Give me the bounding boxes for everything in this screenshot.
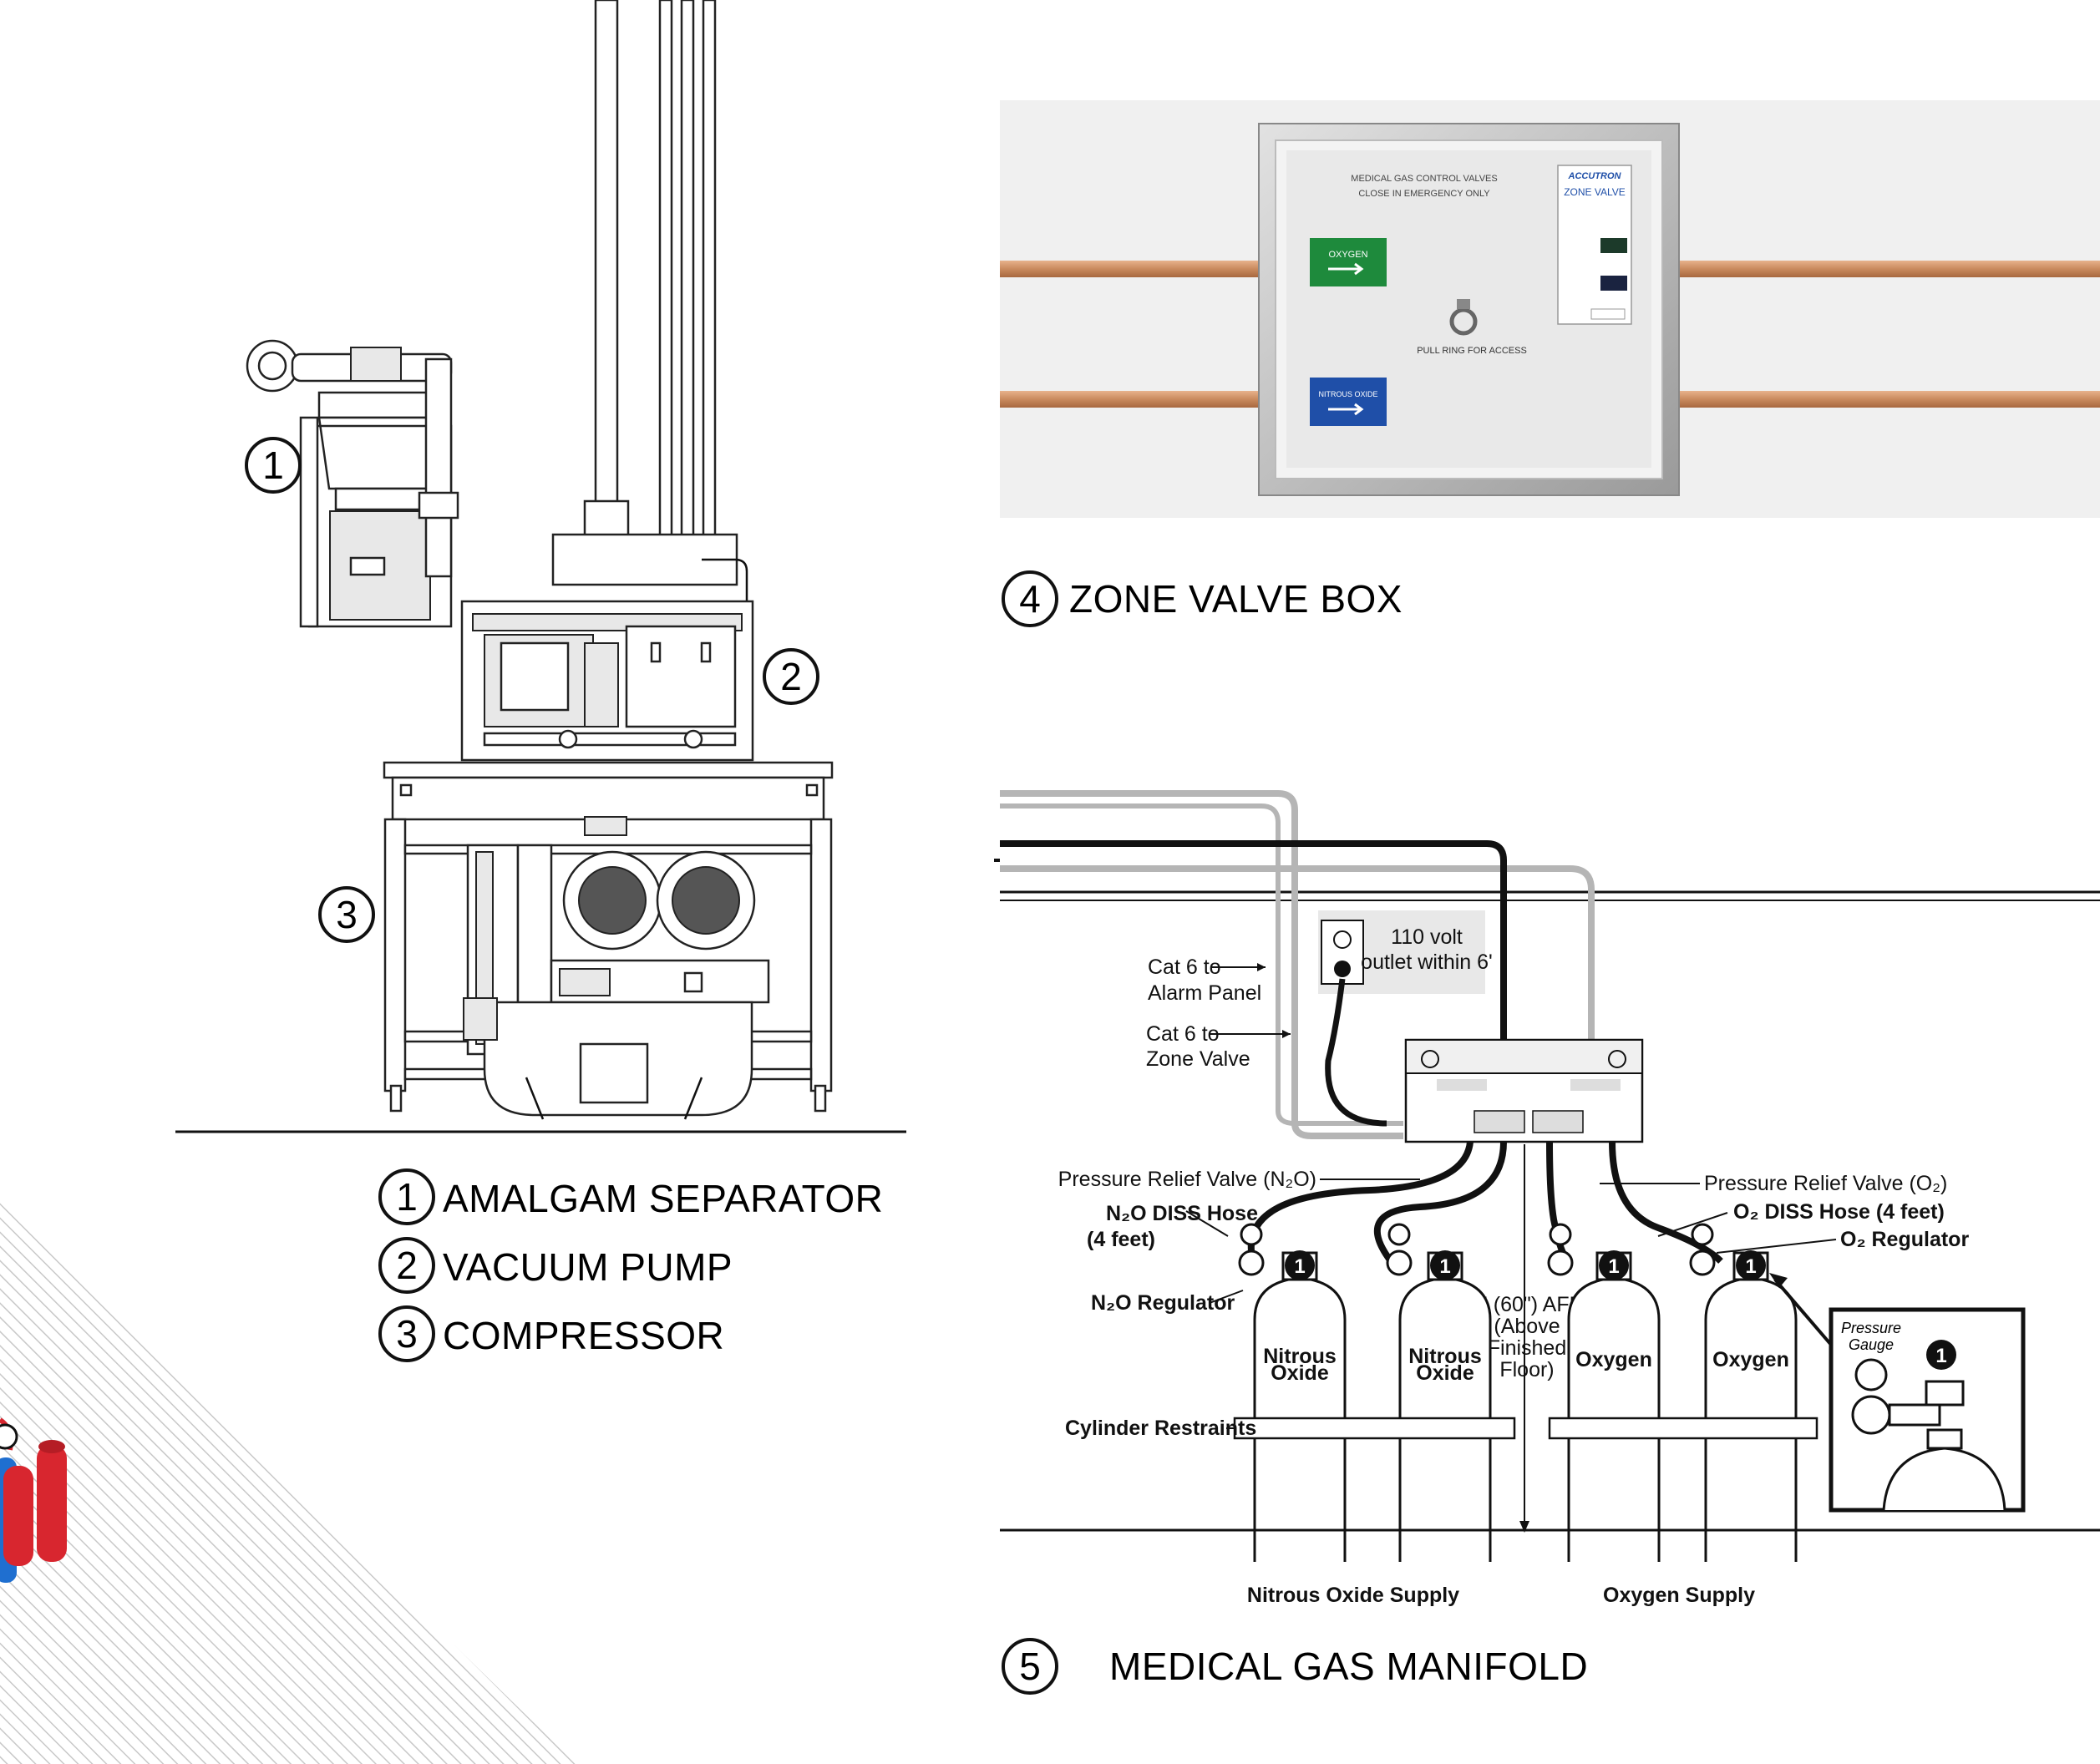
cylinder-oxygen-1: 1 Oxygen [1567, 1250, 1661, 1562]
svg-text:N₂O DISS Hose: N₂O DISS Hose [1106, 1202, 1258, 1225]
svg-text:Alarm Panel: Alarm Panel [1148, 981, 1261, 1005]
svg-text:Floor): Floor) [1499, 1358, 1554, 1381]
svg-text:Oxygen Supply: Oxygen Supply [1603, 1584, 1755, 1607]
callout-2: 2 [763, 648, 819, 705]
pressure-gauge-detail: Pressure Gauge 1 [1769, 1273, 2026, 1513]
svg-text:MEDICAL GAS CONTROL VALVES: MEDICAL GAS CONTROL VALVES [1351, 174, 1497, 184]
legend-item-zone-valve-box: 4 ZONE VALVE BOX [1002, 570, 1403, 627]
svg-text:1: 1 [396, 1175, 418, 1219]
svg-text:2: 2 [780, 655, 802, 698]
svg-text:2: 2 [396, 1244, 418, 1287]
vacuum-pump-drawing [460, 499, 754, 762]
svg-text:N₂O Regulator: N₂O Regulator [1091, 1291, 1235, 1315]
svg-text:Zone Valve: Zone Valve [1146, 1047, 1250, 1071]
cylinder-nitrous-1: 1 Nitrous Oxide [1253, 1250, 1347, 1562]
equipment-legend: 1 AMALGAM SEPARATOR 2 VACUUM PUMP 3 COMP… [378, 1168, 883, 1362]
svg-text:(4 feet): (4 feet) [1087, 1228, 1155, 1251]
svg-text:PULL RING FOR ACCESS: PULL RING FOR ACCESS [1417, 346, 1527, 356]
svg-text:Oxygen: Oxygen [1712, 1348, 1789, 1371]
svg-text:O₂ Regulator: O₂ Regulator [1840, 1228, 1969, 1251]
svg-text:1: 1 [1745, 1255, 1756, 1278]
svg-text:outlet within 6': outlet within 6' [1361, 950, 1493, 974]
svg-text:3: 3 [396, 1312, 418, 1356]
svg-text:Finished: Finished [1488, 1336, 1567, 1360]
equipment-rack-drawing [175, 0, 906, 1133]
svg-text:1: 1 [1294, 1255, 1305, 1278]
cylinder-logo-icon [0, 1417, 67, 1583]
svg-text:Oxide: Oxide [1416, 1361, 1474, 1385]
cylinder-oxygen-2: 1 Oxygen [1704, 1250, 1798, 1562]
svg-text:4: 4 [1019, 577, 1041, 621]
svg-text:ZONE VALVE BOX: ZONE VALVE BOX [1069, 577, 1403, 621]
legend-item-compressor: 3 COMPRESSOR [378, 1305, 724, 1362]
svg-text:ZONE VALVE: ZONE VALVE [1564, 186, 1626, 198]
svg-text:Gauge: Gauge [1849, 1336, 1894, 1353]
svg-text:Pressure: Pressure [1841, 1320, 1901, 1336]
svg-text:Nitrous Oxide Supply: Nitrous Oxide Supply [1247, 1584, 1459, 1607]
svg-text:Oxygen: Oxygen [1575, 1348, 1652, 1371]
compressor-drawing [383, 761, 834, 1120]
svg-text:Nitrous: Nitrous [1408, 1345, 1482, 1368]
outlet-icon [1318, 910, 1485, 994]
svg-text:1: 1 [1439, 1255, 1450, 1278]
svg-text:COMPRESSOR: COMPRESSOR [443, 1314, 724, 1357]
svg-text:(Above: (Above [1494, 1315, 1560, 1338]
svg-text:1: 1 [262, 444, 284, 487]
svg-text:1: 1 [1935, 1345, 1946, 1367]
svg-text:OXYGEN: OXYGEN [1328, 250, 1367, 260]
callout-1: 1 [245, 437, 302, 494]
callout-3: 3 [318, 886, 375, 943]
svg-text:Nitrous: Nitrous [1263, 1345, 1337, 1368]
svg-text:Oxide: Oxide [1271, 1361, 1329, 1385]
zone-valve-box-photo: MEDICAL GAS CONTROL VALVES CLOSE IN EMER… [1000, 100, 2100, 518]
svg-text:110 volt: 110 volt [1391, 925, 1463, 949]
manifold-diagram: 110 volt outlet within 6' Cat 6 to Alarm… [994, 790, 2100, 1607]
svg-text:Cylinder Restraints: Cylinder Restraints [1065, 1417, 1256, 1440]
svg-text:MEDICAL GAS MANIFOLD: MEDICAL GAS MANIFOLD [1109, 1645, 1588, 1688]
legend-item-vacuum-pump: 2 VACUUM PUMP [378, 1237, 733, 1294]
svg-text:3: 3 [336, 893, 358, 936]
legend-item-medical-gas-manifold: 5 MEDICAL GAS MANIFOLD [1002, 1638, 1588, 1695]
amalgam-separator-drawing [246, 339, 459, 628]
svg-text:O₂ DISS Hose (4 feet): O₂ DISS Hose (4 feet) [1733, 1200, 1945, 1224]
cylinder-nitrous-2: 1 Nitrous Oxide [1398, 1250, 1492, 1562]
svg-text:1: 1 [1608, 1255, 1619, 1278]
cylinder-restraints [1233, 1417, 1818, 1440]
svg-text:Cat 6 to: Cat 6 to [1146, 1022, 1220, 1046]
svg-text:VACUUM PUMP: VACUUM PUMP [443, 1245, 733, 1289]
pull-ring-icon [1449, 307, 1478, 336]
svg-text:NITROUS OXIDE: NITROUS OXIDE [1318, 390, 1377, 398]
nitrous-valve-plate [1310, 378, 1387, 426]
oxygen-valve-plate [1310, 238, 1387, 286]
svg-text:Pressure Relief Valve (O₂): Pressure Relief Valve (O₂) [1704, 1172, 1947, 1195]
legend-item-amalgam-separator: 1 AMALGAM SEPARATOR [378, 1168, 883, 1225]
manifold-control-box [1404, 1038, 1644, 1143]
regulator-icons [1238, 1223, 1716, 1276]
svg-text:5: 5 [1019, 1645, 1041, 1688]
svg-text:AMALGAM SEPARATOR: AMALGAM SEPARATOR [443, 1177, 883, 1220]
svg-text:Pressure Relief Valve (N₂O): Pressure Relief Valve (N₂O) [1058, 1168, 1316, 1191]
hatched-corner-decoration [0, 1203, 576, 1764]
svg-text:Cat 6 to: Cat 6 to [1148, 956, 1221, 979]
svg-text:CLOSE IN EMERGENCY ONLY: CLOSE IN EMERGENCY ONLY [1358, 189, 1490, 199]
svg-text:ACCUTRON: ACCUTRON [1568, 171, 1622, 181]
